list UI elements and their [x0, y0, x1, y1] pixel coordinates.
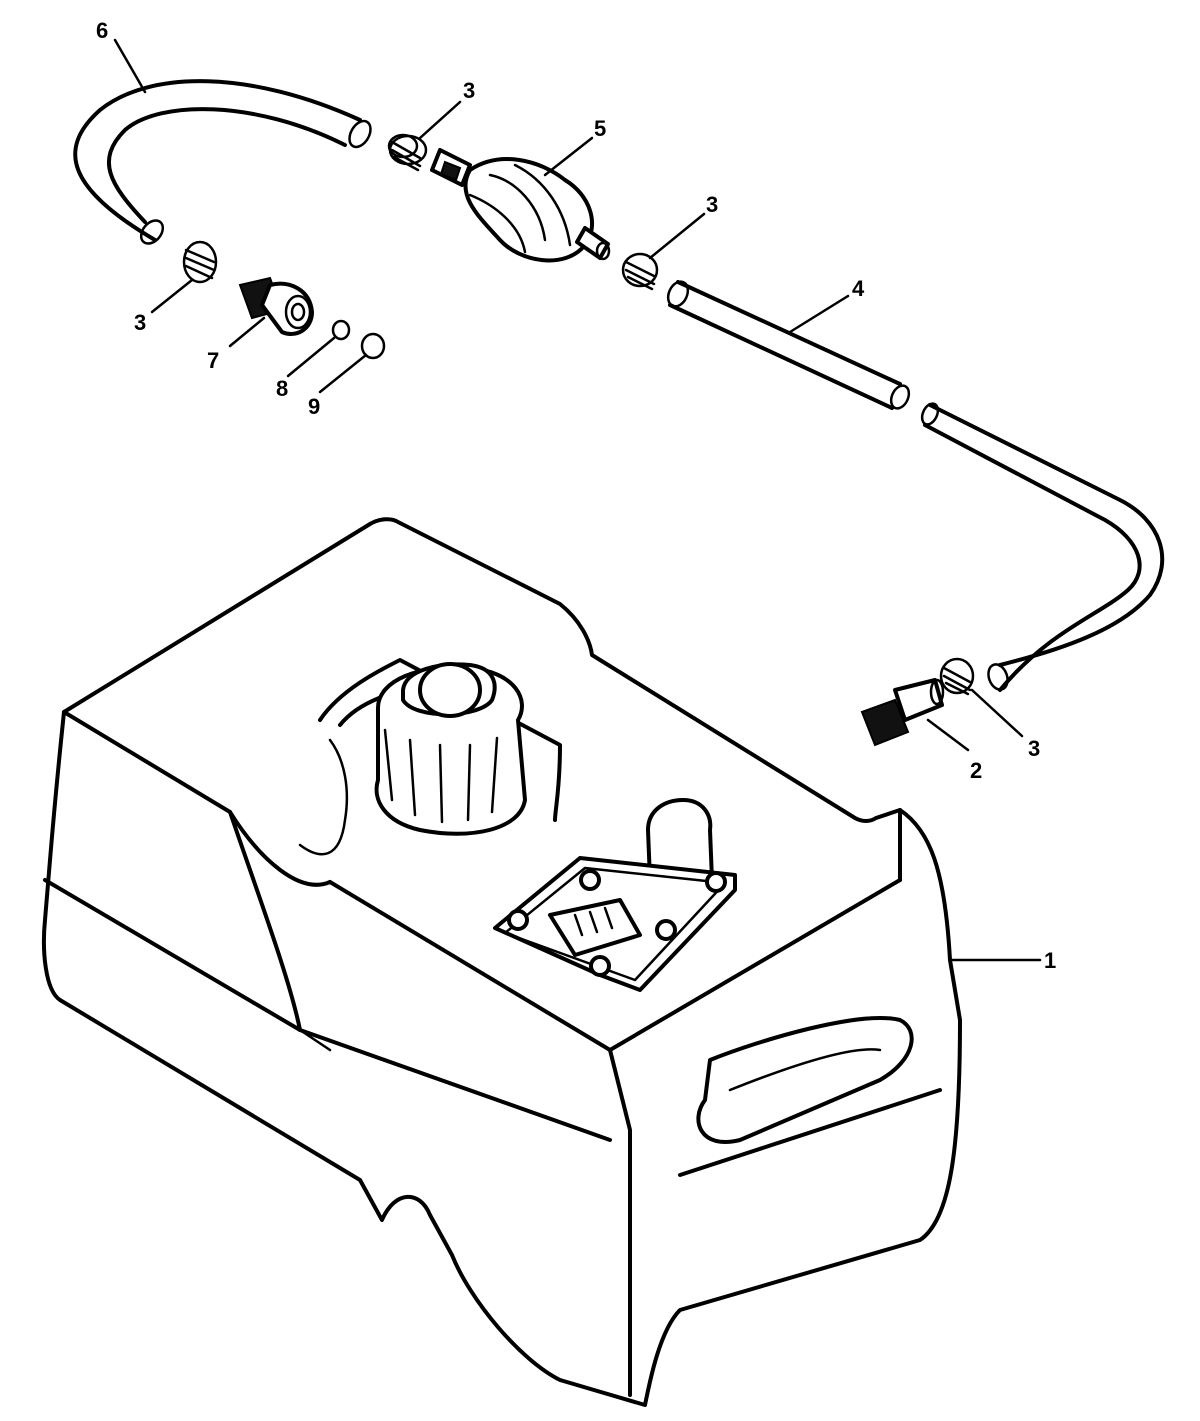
fuel-tank-part-1: [41, 517, 962, 1407]
fitting-part-2: [860, 678, 945, 747]
callout-2: 2: [970, 758, 982, 783]
primer-bulb-part-5: [430, 148, 611, 263]
fuel-gauge-plate: [493, 856, 737, 992]
callout-3-center: 3: [706, 192, 718, 217]
clamp-part-3-left: [182, 240, 218, 284]
o-ring-part-9: [360, 332, 386, 360]
callout-7: 7: [207, 348, 219, 373]
clamp-part-3-center: [621, 252, 659, 291]
clamp-part-3-right: [939, 657, 975, 696]
callout-3-right: 3: [1028, 736, 1040, 761]
callout-9: 9: [308, 394, 320, 419]
hose-part-6: [73, 79, 372, 245]
handle-recess: [678, 1016, 942, 1177]
connector-part-7: [238, 276, 314, 336]
callout-4: 4: [852, 276, 865, 301]
callout-5: 5: [594, 116, 606, 141]
callout-6: 6: [96, 18, 108, 43]
clamp-part-3-upper-left: [387, 133, 428, 172]
callout-1: 1: [1044, 948, 1056, 973]
hose-part-4: [666, 280, 1165, 692]
callout-labels: 6 3 5 3 4 3 7 8 9 2 3 1: [96, 18, 1056, 973]
callout-8: 8: [276, 376, 288, 401]
leader-lines: [113, 38, 1042, 962]
callout-3-left: 3: [134, 310, 146, 335]
filler-cap: [374, 662, 527, 836]
callout-3-top: 3: [463, 78, 475, 103]
o-ring-part-8: [331, 319, 351, 341]
